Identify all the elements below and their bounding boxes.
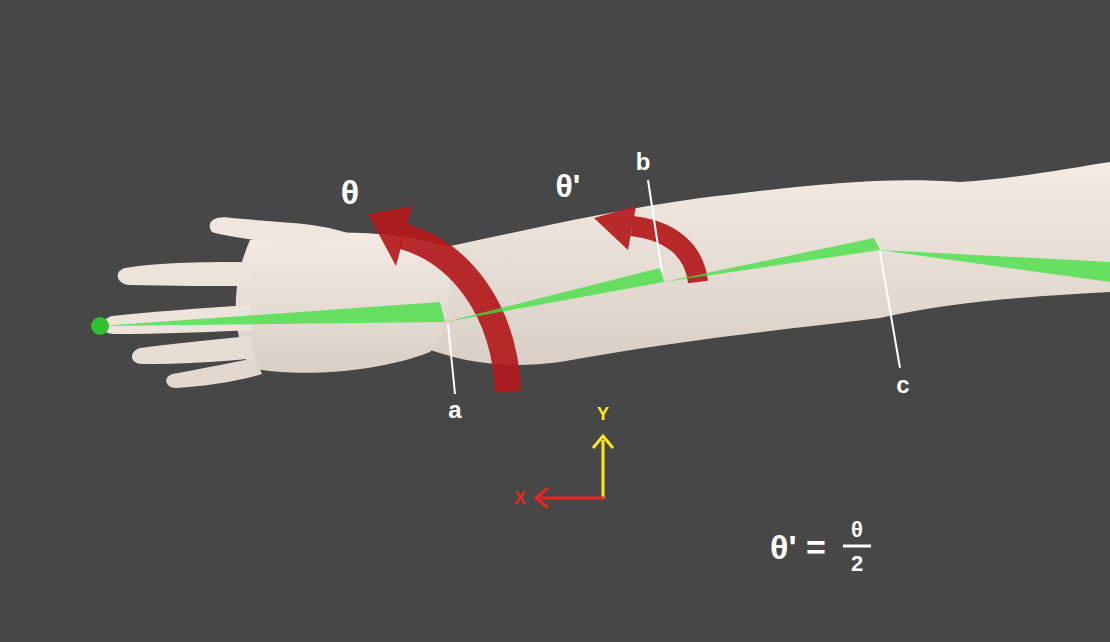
angle-label: θ — [341, 175, 359, 209]
formula-text: θ' = — [770, 530, 826, 564]
x-axis-head — [536, 488, 548, 508]
y-axis-head — [593, 436, 613, 448]
end-effector — [91, 317, 109, 335]
finger — [132, 336, 255, 364]
bone — [880, 250, 1110, 282]
joint-label: a — [448, 398, 461, 422]
joint-label: b — [636, 150, 651, 174]
finger — [118, 262, 255, 286]
bone — [100, 302, 445, 326]
formula-denominator: 2 — [851, 553, 863, 575]
forearm — [430, 162, 1110, 365]
x-axis — [540, 497, 604, 500]
y-axis — [602, 440, 605, 499]
axis-label: X — [514, 489, 526, 507]
rotation-arrowhead — [594, 206, 636, 250]
bone — [664, 238, 880, 282]
thumb — [210, 217, 350, 250]
finger — [166, 358, 262, 388]
formula-numerator: θ — [851, 519, 863, 541]
leader-line — [880, 252, 900, 368]
rotation-arrowhead — [368, 206, 412, 266]
joint-label: c — [896, 373, 909, 397]
leader-line — [448, 324, 455, 394]
axis-label: Y — [597, 405, 609, 423]
fraction-bar — [843, 545, 871, 548]
bone — [445, 268, 664, 322]
angle-label: θ' — [556, 170, 581, 202]
leader-line — [648, 180, 662, 272]
